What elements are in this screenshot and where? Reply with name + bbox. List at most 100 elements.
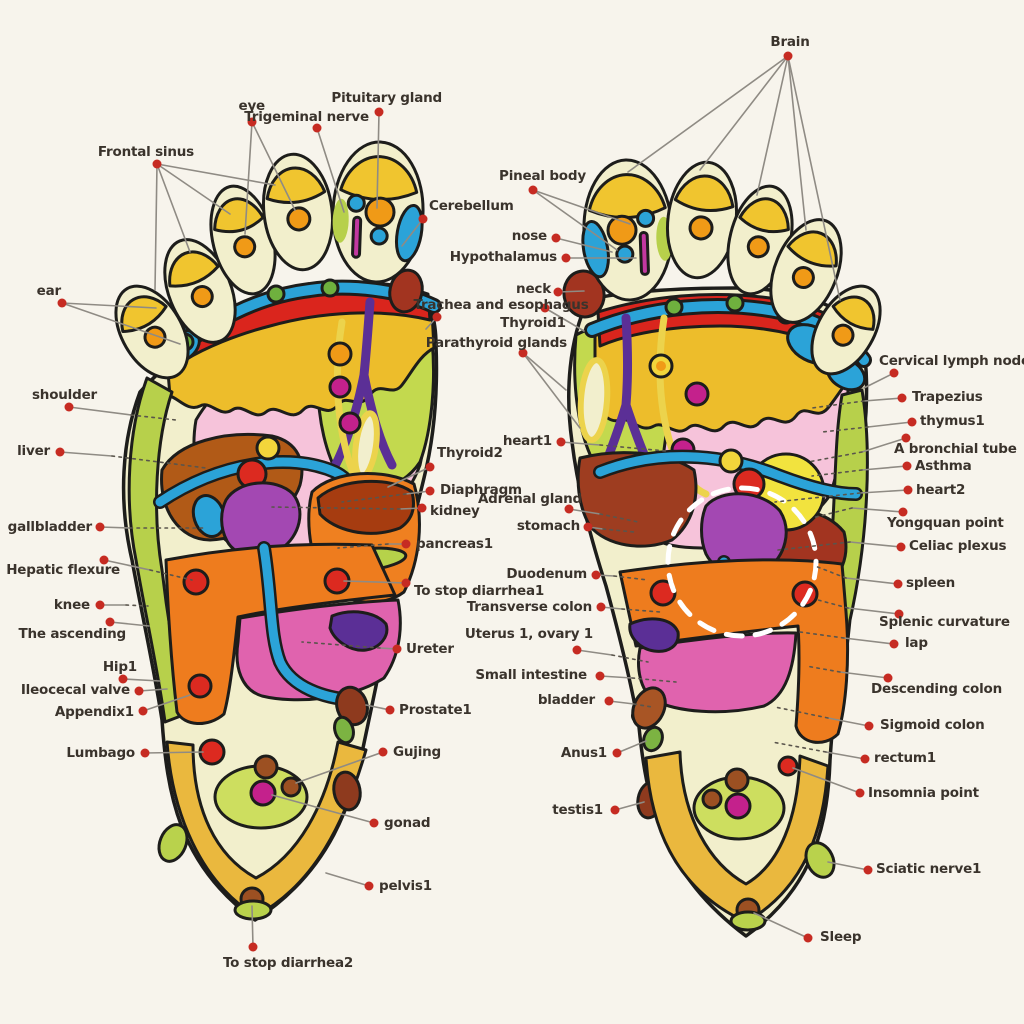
leader-line-brain: [627, 55, 789, 173]
left-neck-dark-red: [388, 268, 424, 314]
left-foot-diagram: [114, 140, 442, 922]
leader-line-asthma: [861, 465, 908, 471]
point-marker-transverse-colon: [596, 602, 606, 612]
leader-line-thymus1: [821, 426, 869, 433]
left-toe2: [262, 152, 334, 272]
leader-line-brain: [756, 55, 789, 196]
point-marker-neck: [553, 287, 563, 297]
point-marker-hypothalamus: [561, 253, 571, 263]
point-marker-uterus1-ovary1: [572, 645, 582, 655]
point-marker-anus1: [612, 748, 622, 758]
point-marker-liver: [55, 447, 65, 457]
point-marker-to-stop-diarrhea2: [248, 942, 258, 952]
leader-line-cerebellum: [401, 218, 424, 247]
prostate-zone: [335, 685, 369, 727]
point-marker-gujing: [378, 747, 388, 757]
leader-line-splenic-curvature: [847, 607, 900, 615]
leader-line-thyroid2: [387, 466, 431, 488]
leader-line-heart1: [560, 441, 601, 446]
leader-line-gujing: [295, 751, 384, 784]
leader-line-shoulder: [130, 414, 177, 421]
point-marker-heart2: [903, 485, 913, 495]
point-marker-adrenal-gland: [564, 504, 574, 514]
right-parathyroid-dot: [656, 361, 666, 371]
right-yellow-circle: [718, 448, 744, 474]
point-marker-celiac-plexus: [896, 542, 906, 552]
point-marker-heart1: [556, 437, 566, 447]
leader-line-cervical-lymph-node1: [863, 372, 895, 389]
left-ureter-blue-line-fill: [259, 543, 357, 705]
leader-line-trapezius: [863, 397, 903, 402]
leader-line-to-stop-diarrhea2: [251, 905, 254, 948]
leader-line-spleen: [814, 565, 847, 579]
leader-line-the-ascending: [109, 621, 150, 627]
right-diaphragm-blue-line-fill: [595, 452, 861, 499]
point-marker-trapezius: [897, 393, 907, 403]
leader-line-celiac-plexus: [777, 541, 851, 551]
band-green-dot: [320, 278, 340, 298]
leader-line-uterus1-ovary1: [576, 649, 613, 656]
bladder-zone: [631, 686, 667, 730]
leader-line-thymus1: [867, 421, 913, 428]
point-marker-testis1: [610, 805, 620, 815]
hepatic-flexure-point: [182, 568, 210, 596]
leader-line-ileocecal-valve: [138, 688, 168, 692]
leader-line-frontal-sinus: [156, 163, 191, 253]
leader-line-adrenal-gland: [568, 508, 601, 515]
leader-line-gonad: [271, 794, 375, 824]
left-heel-brown-dot: [253, 754, 279, 780]
point-marker-trigeminal-nerve: [312, 123, 322, 133]
leader-line-ear: [61, 302, 157, 309]
point-marker-gallbladder: [95, 522, 105, 532]
point-marker-kidney: [417, 503, 427, 513]
leader-line-shoulder: [68, 406, 132, 416]
leader-line-celiac-plexus: [849, 541, 902, 548]
left-heel-band: [165, 740, 368, 918]
leader-line-parathyroid-glands: [522, 352, 567, 391]
leader-line-duodenum: [613, 575, 649, 581]
leader-line-pelvis1: [325, 872, 370, 887]
leader-line-hepatic-flexure: [103, 559, 151, 571]
left-green-patch-small: [333, 715, 355, 745]
point-marker-spleen: [893, 579, 903, 589]
leader-line-pancreas1: [337, 543, 389, 549]
leader-line-frontal-sinus: [156, 163, 231, 215]
leader-line-heart2: [859, 489, 909, 494]
right-bottom-green: [729, 910, 767, 932]
point-marker-brain: [783, 51, 793, 61]
point-marker-shoulder: [64, 402, 74, 412]
point-marker-trachea-and-esophagus: [432, 312, 442, 322]
anus-green-patch: [642, 725, 664, 753]
leader-line-trigeminal-nerve: [316, 127, 345, 213]
leader-line-liver: [59, 451, 113, 457]
point-marker-ileocecal-valve: [134, 686, 144, 696]
leader-line-frontal-sinus: [156, 163, 276, 186]
leader-line-appendix1: [142, 694, 191, 712]
point-marker-hip1: [118, 674, 128, 684]
left-yellow-circle: [255, 435, 281, 461]
gujing-point: [280, 776, 302, 798]
right-toe2: [666, 160, 738, 280]
leader-line-sigmoid-colon: [827, 717, 870, 727]
point-marker-duodenum: [591, 570, 601, 580]
left-toe5: [114, 284, 190, 380]
point-marker-a-bronchial-tube: [901, 433, 911, 443]
right-heel-brown-dot-small: [701, 788, 723, 810]
left-big-toe: [331, 140, 425, 284]
leader-line-frontal-sinus: [154, 163, 158, 291]
point-marker-descending-colon: [883, 673, 893, 683]
point-marker-frontal-sinus: [152, 159, 162, 169]
leader-line-sciatic-nerve1: [827, 861, 869, 871]
leader-line-yongquan-point: [811, 507, 853, 519]
leader-line-asthma: [811, 469, 863, 477]
point-marker-thyroid2: [425, 462, 435, 472]
point-marker-pancreas1: [401, 539, 411, 549]
point-marker-stomach: [583, 522, 593, 532]
leader-line-small-intestine: [631, 677, 677, 683]
point-marker-ureter: [392, 644, 402, 654]
point-marker-rectum1: [860, 754, 870, 764]
appendix-point: [187, 673, 213, 699]
sciatic-green-patch: [804, 841, 836, 879]
point-marker-asthma: [902, 461, 912, 471]
